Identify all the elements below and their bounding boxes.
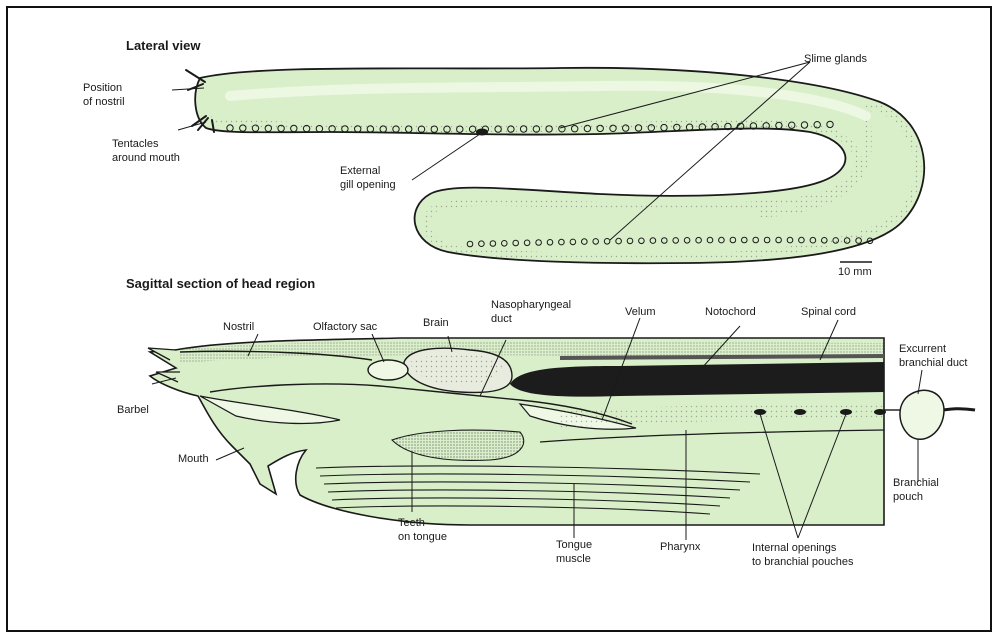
internal-opening [794,409,806,415]
branchial-pouch-shape [900,390,944,439]
sagittal-section-heading: Sagittal section of head region [126,276,315,291]
label-olfactory-sac: Olfactory sac [313,320,377,334]
label-velum: Velum [625,305,656,319]
pharynx-stipple [560,410,884,420]
lateral-view-heading: Lateral view [126,38,200,53]
external-gill-opening-mark [476,129,488,136]
spinal-cord-shape [560,356,884,358]
label-tentacles-around-mouth: Tentacles around mouth [112,137,180,165]
label-branchial-pouch: Branchial pouch [893,476,939,504]
label-tongue-muscle: Tongue muscle [556,538,592,566]
label-brain: Brain [423,316,449,330]
label-scale-bar: 10 mm [838,265,872,279]
label-excurrent-branchial-duct: Excurrent branchial duct [899,342,968,370]
label-external-gill-opening: External gill opening [340,164,396,192]
label-spinal-cord: Spinal cord [801,305,856,319]
label-internal-openings: Internal openings to branchial pouches [752,541,854,569]
label-slime-glands: Slime glands [804,52,867,66]
label-notochord: Notochord [705,305,756,319]
notochord-shape [510,362,884,397]
label-nostril: Nostril [223,320,254,334]
label-mouth: Mouth [178,452,209,466]
label-teeth-on-tongue: Teeth on tongue [398,516,447,544]
label-position-of-nostril: Position of nostril [83,81,125,109]
sagittal-section [148,338,975,525]
label-barbel: Barbel [117,403,149,417]
olfactory-sac-shape [368,360,408,380]
label-pharynx: Pharynx [660,540,700,554]
label-nasopharyngeal-duct: Nasopharyngeal duct [491,298,571,326]
hagfish-lateral-body [186,68,924,263]
